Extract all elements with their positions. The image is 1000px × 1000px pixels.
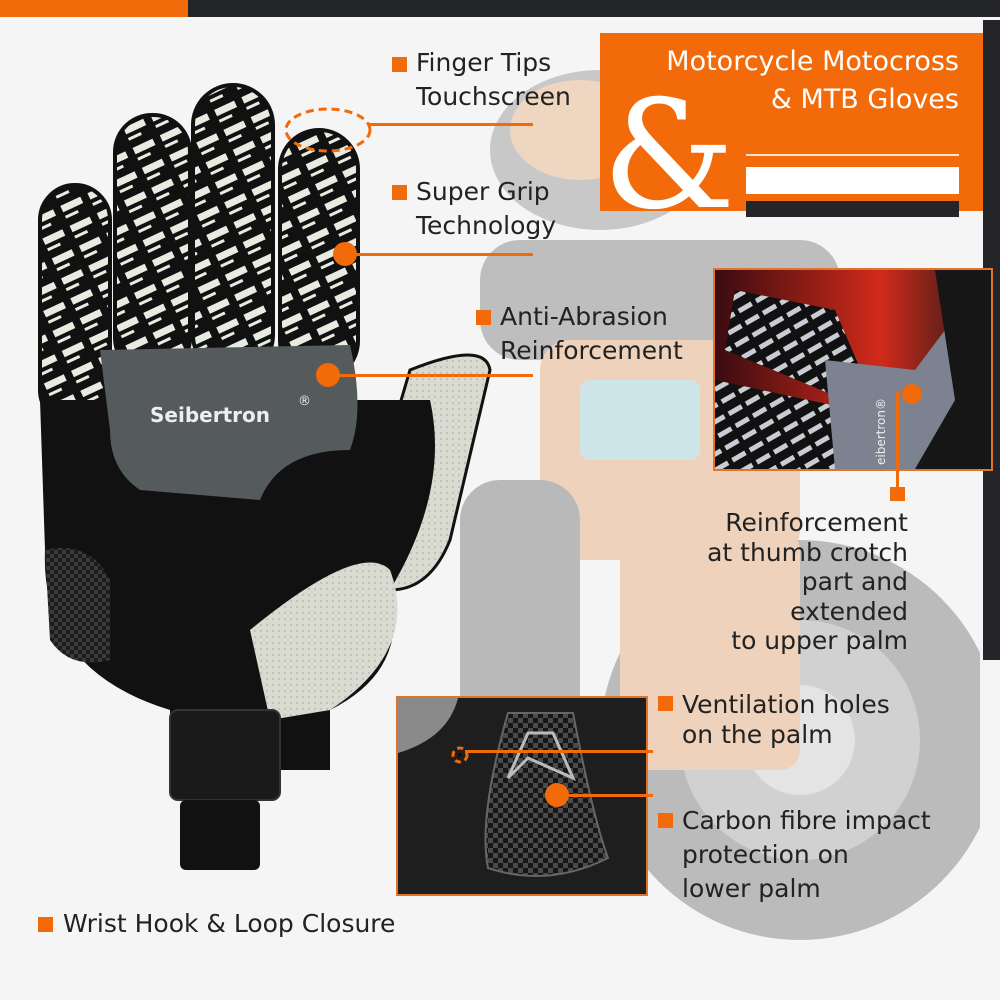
feature-finger-tips-line-1: Finger Tips (416, 48, 552, 77)
feature-ventilation-line-2: on the palm (682, 720, 833, 749)
leader-line-carbon (557, 794, 653, 797)
leader-line-ventilation (465, 750, 653, 753)
inset-thumb-crotch-image: eibertron® (713, 268, 993, 471)
ampersand-graphic: & (602, 69, 736, 243)
feature-carbon-line-2: protection on (682, 840, 849, 869)
feature-super-grip: Super Grip Technology (392, 175, 556, 243)
title-line-2: & MTB Gloves (770, 84, 959, 115)
feature-finger-tips: Finger Tips Touchscreen (392, 46, 571, 114)
bullet-icon (658, 813, 673, 828)
bullet-icon (38, 917, 53, 932)
bullet-icon (890, 487, 905, 501)
thumb-caption-line-4: extended (790, 596, 908, 626)
title-divider-thin (746, 154, 959, 156)
title-divider-dark (746, 201, 959, 217)
leader-line-finger-tips (368, 123, 533, 126)
bullet-icon (658, 696, 673, 711)
leader-line-anti-abrasion (328, 374, 533, 377)
feature-anti-abrasion-line-2: Reinforcement (500, 336, 683, 365)
thumb-caption-line-2: at thumb crotch (707, 537, 908, 567)
inset-brand-text: eibertron® (874, 398, 888, 465)
feature-anti-abrasion-line-1: Anti-Abrasion (500, 302, 668, 331)
thumb-crotch-caption: Reinforcement at thumb crotch part and e… (707, 508, 908, 656)
thumb-crotch-photo: eibertron® (715, 270, 991, 469)
bullet-icon (476, 310, 491, 325)
leader-line-super-grip (345, 253, 533, 256)
top-orange-bar (0, 0, 188, 17)
feature-finger-tips-line-2: Touchscreen (416, 82, 571, 111)
feature-ventilation: Ventilation holes on the palm (658, 688, 890, 752)
feature-anti-abrasion: Anti-Abrasion Reinforcement (476, 300, 683, 368)
bullet-icon (392, 185, 407, 200)
svg-text:®: ® (298, 394, 311, 409)
glove-brand-text: Seibertron (150, 403, 270, 427)
thumb-caption-line-3: part and (801, 567, 908, 596)
feature-wrist-line-1: Wrist Hook & Loop Closure (63, 909, 396, 938)
feature-carbon-line-3: lower palm (682, 874, 821, 903)
title-banner: & Motorcycle Motocross & MTB Gloves (600, 33, 983, 231)
glove-image: Seibertron ® (38, 83, 492, 870)
title-divider-white (746, 167, 959, 194)
thumb-caption-line-1: Reinforcement (725, 508, 908, 537)
feature-wrist: Wrist Hook & Loop Closure (38, 907, 395, 941)
title-line-1: Motorcycle Motocross (666, 46, 959, 77)
feature-super-grip-line-1: Super Grip (416, 177, 550, 206)
feature-carbon-line-1: Carbon fibre impact (682, 806, 931, 835)
feature-carbon: Carbon fibre impact protection on lower … (658, 804, 931, 906)
top-dark-bar (188, 0, 1000, 17)
bullet-icon (392, 57, 407, 72)
feature-ventilation-line-1: Ventilation holes (682, 690, 890, 719)
leader-line-thumb (896, 392, 899, 492)
feature-super-grip-line-2: Technology (416, 211, 557, 240)
fingertip-highlight-circle (284, 107, 372, 153)
thumb-caption-line-5: to upper palm (731, 626, 908, 655)
